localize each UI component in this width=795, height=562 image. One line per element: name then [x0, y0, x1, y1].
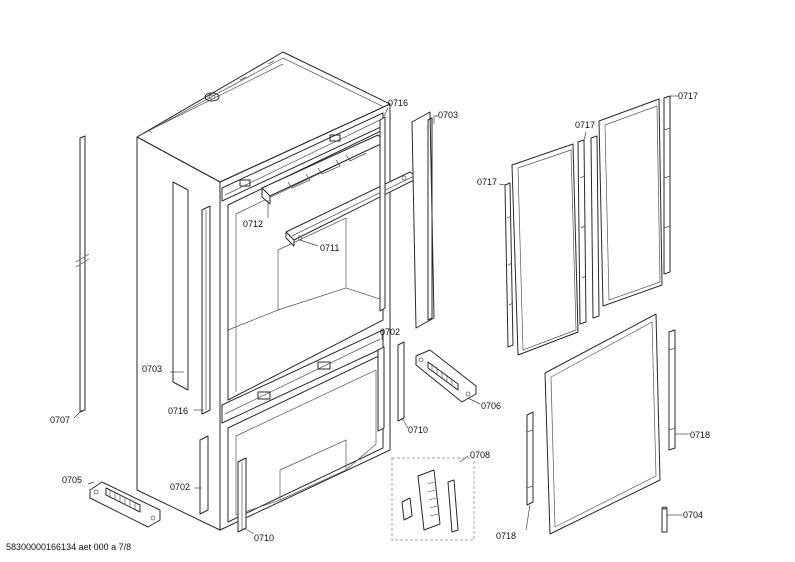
callout-0712: 0712 — [243, 219, 263, 229]
callout-0706: 0706 — [481, 401, 501, 411]
callout-0702-right: 0702 — [380, 327, 400, 337]
hinge-bracket-0705 — [89, 481, 161, 528]
gasket-strip-0702-left — [199, 435, 209, 515]
door-hinge-strip-0717-middle — [577, 135, 600, 325]
gasket-strip-0710-right — [397, 341, 405, 422]
callout-0703-right: 0703 — [438, 110, 458, 120]
callout-0710-left: 0710 — [254, 533, 274, 543]
callout-0716-top: 0716 — [388, 98, 408, 108]
document-reference-code: 58300000166134 aet 000 a 7/8 — [6, 542, 132, 552]
side-panel-strip-0703-right — [411, 111, 435, 329]
callout-0717-mid: 0717 — [575, 120, 595, 130]
callout-0716-left: 0716 — [168, 406, 188, 416]
hinge-bracket-0706 — [415, 349, 477, 403]
callout-0710-right: 0710 — [408, 425, 428, 435]
callout-0718-right: 0718 — [690, 430, 710, 440]
callout-0704: 0704 — [683, 510, 703, 520]
long-trim-rod-0707 — [75, 135, 90, 413]
callout-0707: 0707 — [50, 415, 70, 425]
door-hinge-strip-0717-left — [504, 182, 514, 348]
callout-0708: 0708 — [470, 450, 490, 460]
door-hinge-strip-0717-right — [663, 95, 671, 275]
door-panel-upper-left — [511, 143, 579, 356]
door-hinge-strip-0718-right — [668, 329, 676, 451]
hinge-pin-0704 — [661, 506, 668, 533]
top-rail-0711 — [285, 171, 419, 247]
door-panel-upper-right — [598, 98, 663, 307]
callout-0702-left: 0702 — [170, 482, 190, 492]
side-panel-strip-0703 — [172, 181, 189, 391]
door-hinge-strip-0718-left — [526, 411, 534, 506]
callout-0703-left: 0703 — [142, 364, 162, 374]
callout-0718-left: 0718 — [496, 531, 516, 541]
leader-lines — [73, 95, 690, 535]
door-panel-lower — [544, 313, 661, 535]
side-trim-strip-0716 — [201, 205, 211, 415]
callout-0711: 0711 — [320, 243, 339, 253]
gasket-strip-0710-left — [237, 457, 247, 533]
gasket-strip-0702-right — [377, 346, 385, 432]
accessory-kit-0708 — [391, 457, 475, 541]
callout-0705: 0705 — [62, 475, 82, 485]
vertical-strip-0716 — [379, 116, 386, 312]
callout-labels: 0703 0703 0716 0716 0712 0711 0702 0702 … — [50, 91, 710, 543]
callout-0717-left: 0717 — [477, 177, 497, 187]
callout-0717-right: 0717 — [678, 91, 698, 101]
